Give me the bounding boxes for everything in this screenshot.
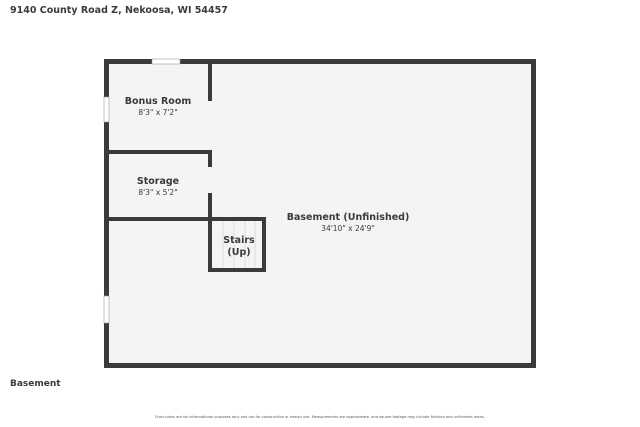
walls	[104, 59, 536, 368]
disclaimer: Floor plans are for informational purpos…	[155, 415, 485, 419]
room-dims-basement: 34'10" x 24'9"	[321, 224, 375, 233]
stair-treads	[222, 221, 256, 268]
room-name-bonus: Bonus Room	[125, 96, 192, 107]
windows	[103, 58, 181, 324]
room-dims-bonus: 8'3" x 7'2"	[138, 108, 177, 117]
window-top	[151, 58, 181, 65]
window-left-bonus	[103, 96, 110, 123]
room-dims-storage: 8'3" x 5'2"	[138, 188, 177, 197]
stairs-direction: (Up)	[227, 247, 250, 258]
floor-label: Basement	[10, 379, 61, 389]
floor-area	[106, 61, 534, 365]
window-left-basement	[103, 295, 110, 324]
room-name-stairs: Stairs	[223, 235, 255, 246]
address-title: 9140 County Road Z, Nekoosa, WI 54457	[10, 5, 228, 16]
room-name-basement: Basement (Unfinished)	[287, 212, 410, 223]
room-name-storage: Storage	[137, 176, 179, 187]
